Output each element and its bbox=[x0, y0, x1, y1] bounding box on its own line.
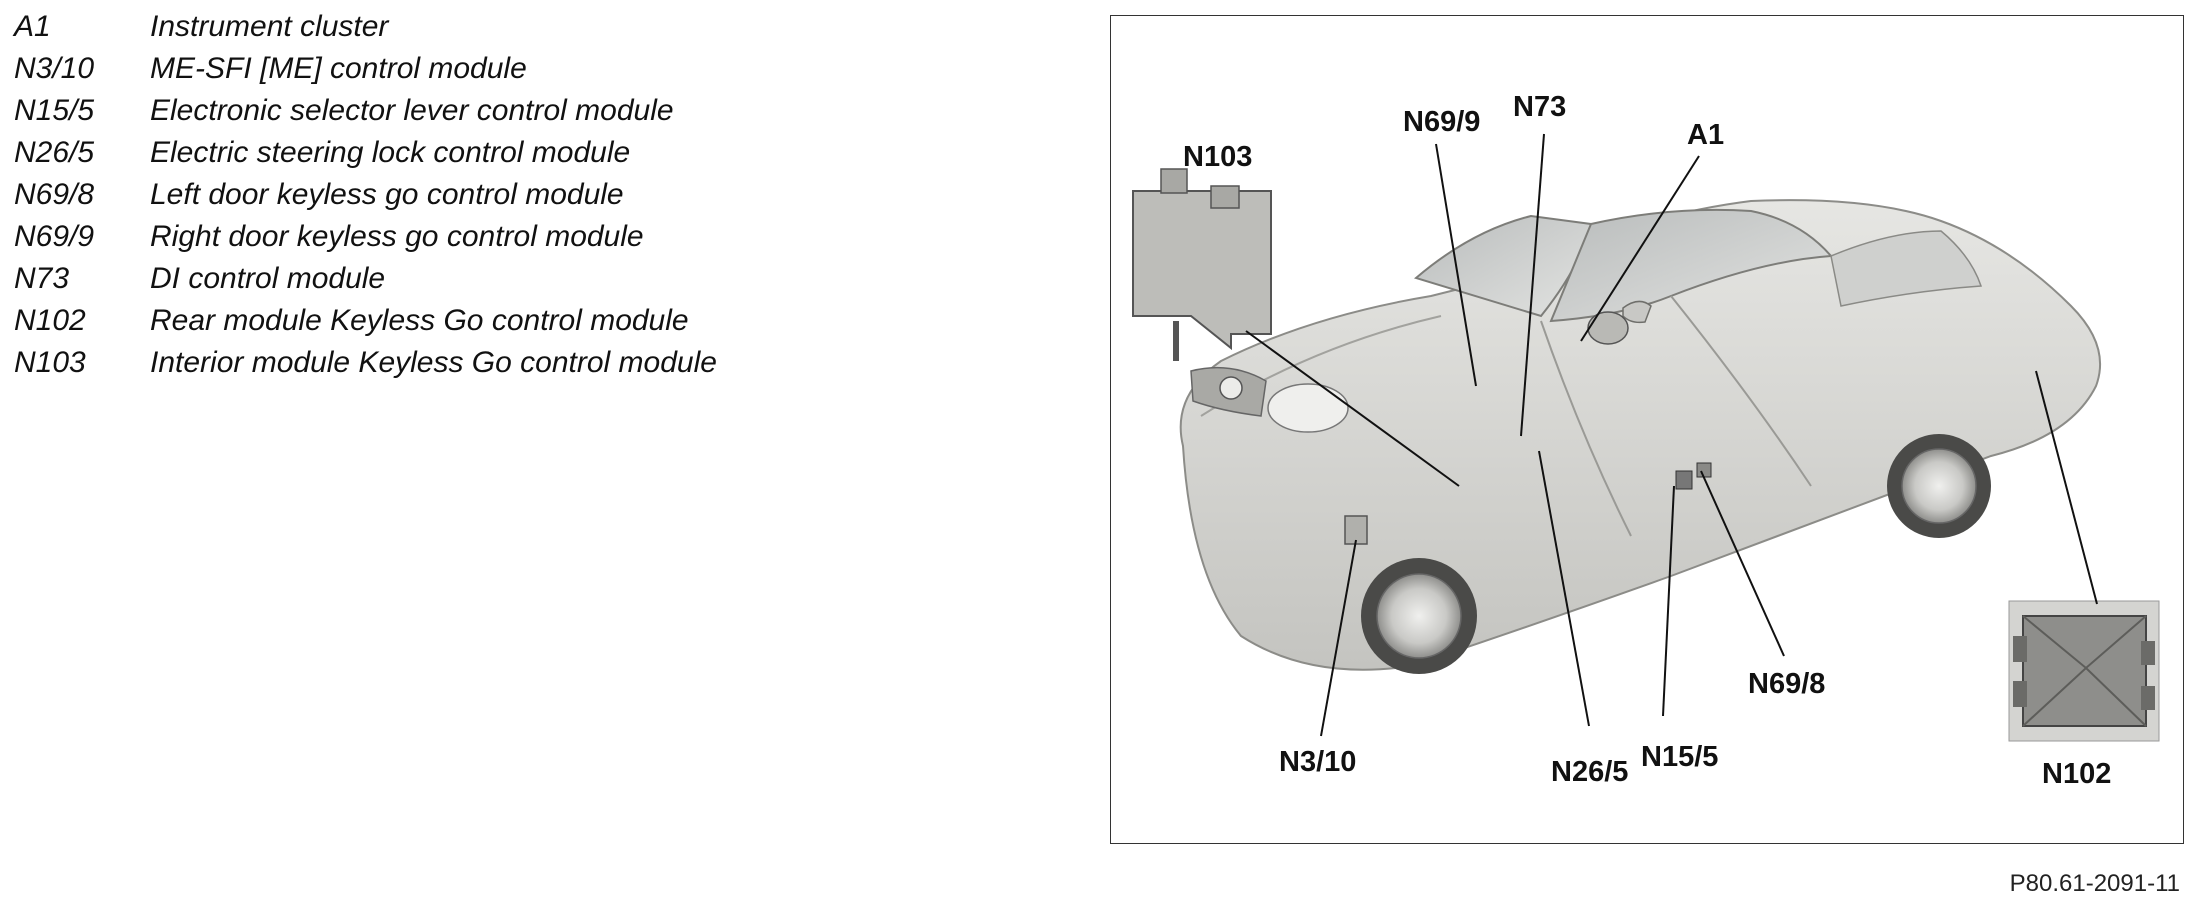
callout-n15-5: N15/5 bbox=[1641, 741, 1718, 773]
legend-code: N3/10 bbox=[14, 52, 95, 85]
legend-code: N102 bbox=[14, 304, 86, 337]
marker-n15-5 bbox=[1675, 470, 1693, 490]
callout-a1: A1 bbox=[1687, 119, 1724, 151]
legend-description: Instrument cluster bbox=[150, 10, 389, 43]
car-illustration bbox=[1179, 199, 2102, 674]
marker-n69-8 bbox=[1696, 462, 1712, 478]
car-diagram: N103 N69/9 N73 A1 N69/8 N3/10 N26/5 N15/… bbox=[1132, 91, 2160, 790]
legend-code: N103 bbox=[14, 346, 86, 379]
callout-n102: N102 bbox=[2042, 758, 2111, 790]
leader-lines bbox=[1245, 133, 2098, 737]
figure-reference-code: P80.61-2091-11 bbox=[2009, 870, 2180, 897]
callout-n3-10: N3/10 bbox=[1279, 746, 1356, 778]
legend-description: Left door keyless go control module bbox=[150, 178, 624, 211]
legend-description: Right door keyless go control module bbox=[150, 220, 644, 253]
leader-n3-10 bbox=[1320, 539, 1357, 737]
side-mirror bbox=[1622, 300, 1652, 324]
leader-n69-9 bbox=[1435, 143, 1477, 387]
legend-code: N73 bbox=[14, 262, 70, 295]
legend-code: N69/9 bbox=[14, 220, 95, 253]
leader-n26-5 bbox=[1538, 450, 1590, 727]
marker-a1 bbox=[1587, 311, 1629, 345]
legend-code: N26/5 bbox=[14, 136, 95, 169]
legend-description: DI control module bbox=[150, 262, 386, 295]
callout-n26-5: N26/5 bbox=[1551, 756, 1628, 788]
leader-n102 bbox=[2035, 370, 2098, 605]
headlight bbox=[1267, 383, 1349, 433]
legend-description: Rear module Keyless Go control module bbox=[150, 304, 689, 337]
leader-n103 bbox=[1245, 330, 1460, 487]
legend-code: A1 bbox=[14, 10, 51, 43]
leader-n73 bbox=[1520, 133, 1545, 437]
rear-window bbox=[1830, 230, 1983, 307]
door-outline bbox=[1540, 295, 1812, 537]
legend-code: N15/5 bbox=[14, 94, 95, 127]
module-n102 bbox=[2008, 600, 2160, 742]
car-body bbox=[1179, 199, 2102, 671]
legend-description: Interior module Keyless Go control modul… bbox=[150, 346, 717, 379]
leader-n69-8 bbox=[1700, 470, 1785, 657]
callout-n73: N73 bbox=[1513, 91, 1566, 123]
callout-n69-9: N69/9 bbox=[1403, 106, 1480, 138]
module-n103 bbox=[1132, 168, 1272, 361]
callout-n69-8: N69/8 bbox=[1748, 668, 1825, 700]
legend-description: Electronic selector lever control module bbox=[150, 94, 674, 127]
leader-a1 bbox=[1580, 155, 1700, 342]
component-location-figure: N103 N69/9 N73 A1 N69/8 N3/10 N26/5 N15/… bbox=[1110, 15, 2184, 844]
marker-n3-10 bbox=[1344, 515, 1368, 545]
legend-description: Electric steering lock control module bbox=[150, 136, 631, 169]
callout-n103: N103 bbox=[1183, 141, 1252, 173]
emblem bbox=[1219, 376, 1243, 400]
leader-n15-5 bbox=[1662, 485, 1675, 717]
legend-description: ME-SFI [ME] control module bbox=[150, 52, 527, 85]
legend-code: N69/8 bbox=[14, 178, 95, 211]
